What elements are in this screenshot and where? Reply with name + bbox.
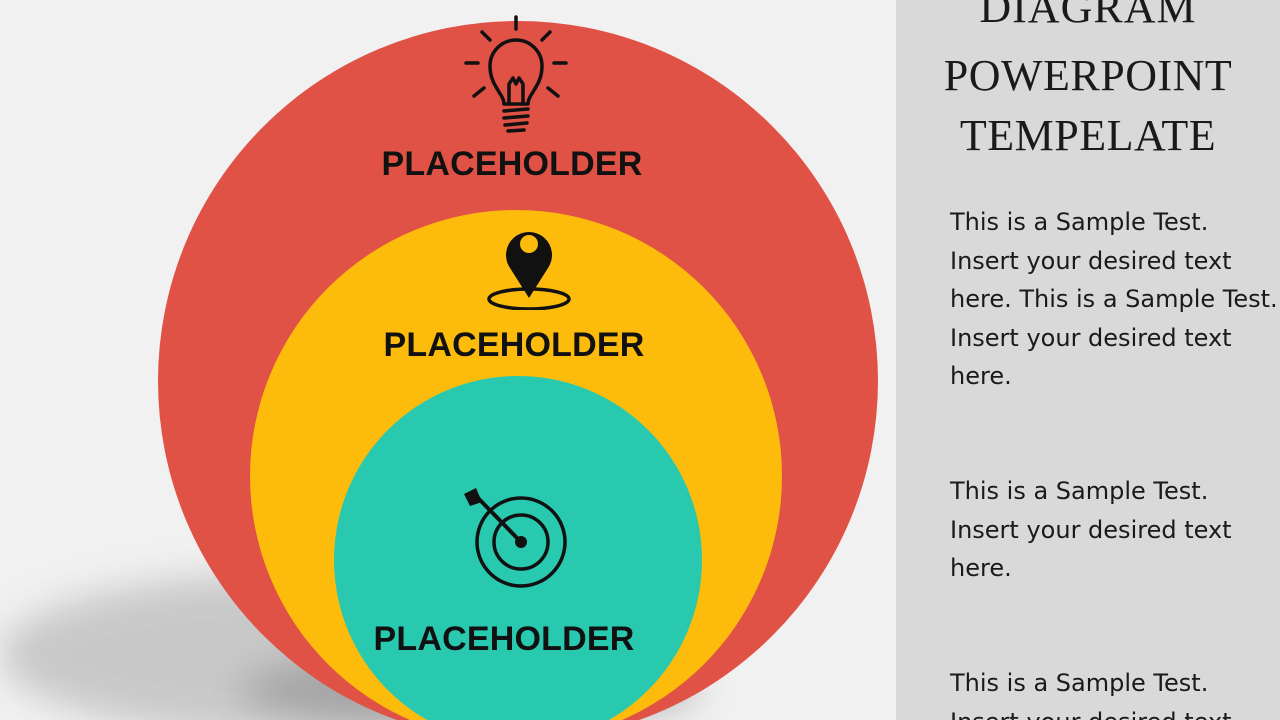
inner-circle xyxy=(334,376,702,720)
location-pin-icon xyxy=(487,232,571,310)
description-paragraph-3: This is a Sample Test. Insert your desir… xyxy=(950,669,1232,720)
side-panel: DIAGRAM POWERPOINT TEMPELATE This is a S… xyxy=(896,0,1280,720)
inner-circle-label: PLACEHOLDER xyxy=(373,620,635,658)
outer-circle-label: PLACEHOLDER xyxy=(381,145,643,183)
title-line-3: TEMPELATE xyxy=(959,111,1217,160)
target-icon xyxy=(464,488,567,588)
lightbulb-icon xyxy=(464,15,568,133)
description-paragraph-2: This is a Sample Test. Insert your desir… xyxy=(950,477,1232,582)
description-paragraph-1: This is a Sample Test. Insert your desir… xyxy=(950,208,1278,390)
title-line-1: DIAGRAM xyxy=(979,0,1197,32)
middle-circle-label: PLACEHOLDER xyxy=(383,326,645,364)
title-line-2: POWERPOINT xyxy=(943,51,1233,100)
